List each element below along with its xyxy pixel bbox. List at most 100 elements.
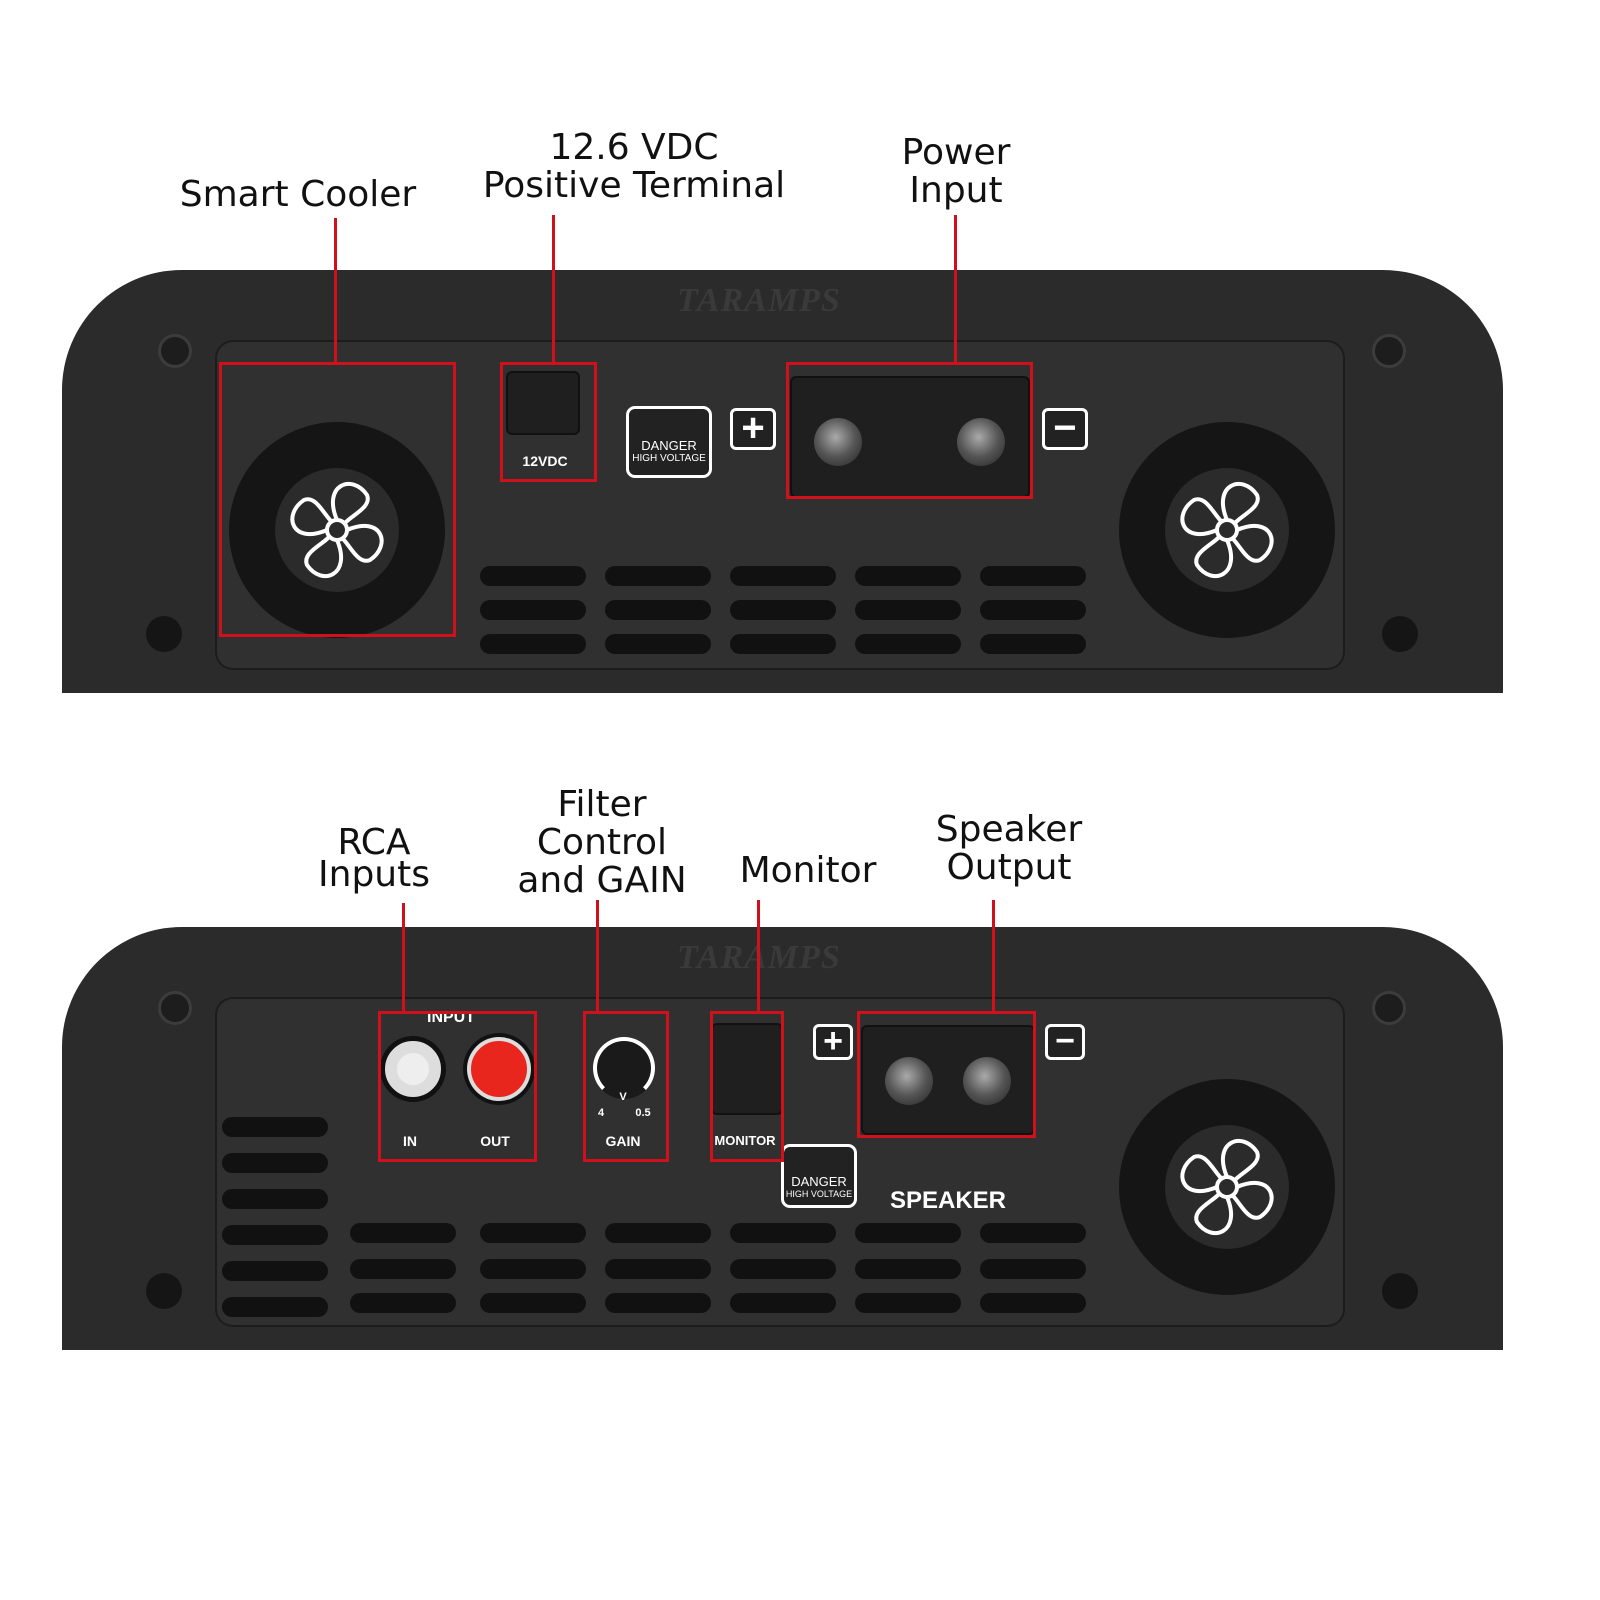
brand-logo: TARAMPS xyxy=(677,282,841,319)
in-label: IN xyxy=(403,1133,417,1149)
monitor-label: MONITOR xyxy=(714,1133,776,1148)
gain-knob[interactable] xyxy=(593,1037,655,1099)
out-label: OUT xyxy=(480,1133,510,1149)
callout-line: and GAIN xyxy=(517,860,687,901)
vent-slot xyxy=(980,1223,1086,1243)
speaker-label: SPEAKER xyxy=(889,1187,1007,1214)
danger-text: DANGER xyxy=(641,438,697,453)
plus-icon: + xyxy=(730,408,776,450)
callout-line: Output xyxy=(946,847,1072,888)
vent-slot xyxy=(480,1259,586,1279)
highlight-terminal xyxy=(500,362,597,482)
vent-slot xyxy=(730,1259,836,1279)
vent-slot xyxy=(480,634,586,654)
callout-line: Power xyxy=(901,132,1011,173)
terminal-screw xyxy=(957,418,1005,466)
vent-slot xyxy=(222,1153,328,1173)
vent-slot xyxy=(730,566,836,586)
vent-slot xyxy=(480,566,586,586)
vent-slot xyxy=(855,1223,961,1243)
screw xyxy=(1372,991,1406,1025)
danger-text: DANGER xyxy=(791,1174,847,1189)
vent-slot xyxy=(855,566,961,586)
callout-line-marker xyxy=(402,903,405,1012)
terminal-screw xyxy=(885,1057,933,1105)
vent-slot xyxy=(222,1261,328,1281)
vent-slot xyxy=(222,1117,328,1137)
rca-out-jack[interactable] xyxy=(471,1041,527,1097)
vent-slot xyxy=(980,1293,1086,1313)
callout-line: Speaker xyxy=(935,809,1083,850)
speaker-terminal-block xyxy=(863,1027,1033,1133)
vent-slot xyxy=(605,1223,711,1243)
callout-line-marker xyxy=(334,218,337,363)
vent-slot xyxy=(730,1223,836,1243)
amplifier-bottom-view: TARAMPS INPUT IN OUT 4 V 0.5 GAIN MONITO… xyxy=(62,927,1503,1350)
callout-monitor: Monitor xyxy=(739,850,877,891)
callout-line: RCA xyxy=(337,822,411,863)
screw xyxy=(158,334,192,368)
vent-slot xyxy=(605,634,711,654)
highlight-speaker-output xyxy=(857,1011,1036,1138)
vent-slot xyxy=(480,600,586,620)
gain-label: GAIN xyxy=(605,1133,641,1149)
plus-icon: + xyxy=(813,1024,853,1060)
vent-slot xyxy=(350,1223,456,1243)
vent-slot xyxy=(855,634,961,654)
power-terminal-block xyxy=(792,378,1028,496)
vent-slot xyxy=(222,1225,328,1245)
terminal-screw xyxy=(814,418,862,466)
callout-line-marker xyxy=(552,215,555,363)
mount-hole xyxy=(146,1273,182,1309)
12v-connector xyxy=(508,373,578,433)
vent-slot xyxy=(980,600,1086,620)
callout-line: Inputs xyxy=(318,854,430,895)
vdc-label: 12VDC xyxy=(522,453,568,469)
fan-icon xyxy=(1119,1079,1335,1295)
mount-hole xyxy=(146,616,182,652)
highlight-gain xyxy=(583,1011,669,1162)
highlight-rca-inputs xyxy=(378,1011,537,1162)
vent-slot xyxy=(350,1259,456,1279)
vent-slot xyxy=(480,1293,586,1313)
gain-max-label: 0.5 xyxy=(635,1107,651,1119)
fan-icon xyxy=(1119,422,1335,638)
callout-smart-cooler: Smart Cooler xyxy=(179,174,417,215)
fan-icon xyxy=(229,422,445,638)
callout-line: Filter xyxy=(557,784,647,825)
vent-slot xyxy=(605,1259,711,1279)
callout-line: 12.6 VDC xyxy=(549,127,719,168)
vent-slot xyxy=(855,1259,961,1279)
screw xyxy=(1372,334,1406,368)
highlight-monitor xyxy=(710,1011,784,1162)
high-voltage-text: HIGH VOLTAGE xyxy=(632,453,706,464)
monitor-port[interactable] xyxy=(713,1025,781,1113)
gain-min-label: 4 xyxy=(597,1107,605,1119)
minus-icon: − xyxy=(1042,408,1088,450)
callout-line-marker xyxy=(596,900,599,1012)
mount-hole xyxy=(1382,616,1418,652)
callout-line: Control xyxy=(536,822,668,863)
screw xyxy=(158,991,192,1025)
high-voltage-text: HIGH VOLTAGE xyxy=(785,1189,853,1199)
vent-slot xyxy=(730,1293,836,1313)
vent-slot xyxy=(480,1223,586,1243)
vent-slot xyxy=(980,1259,1086,1279)
callout-line-marker xyxy=(954,215,957,363)
highlight-power-input xyxy=(786,362,1033,499)
vent-slot xyxy=(222,1189,328,1209)
vent-slot xyxy=(730,600,836,620)
callout-line-marker xyxy=(757,900,760,1012)
vent-slot xyxy=(605,566,711,586)
vent-slot xyxy=(605,600,711,620)
callout-line-marker xyxy=(992,900,995,1012)
mount-hole xyxy=(1382,1273,1418,1309)
